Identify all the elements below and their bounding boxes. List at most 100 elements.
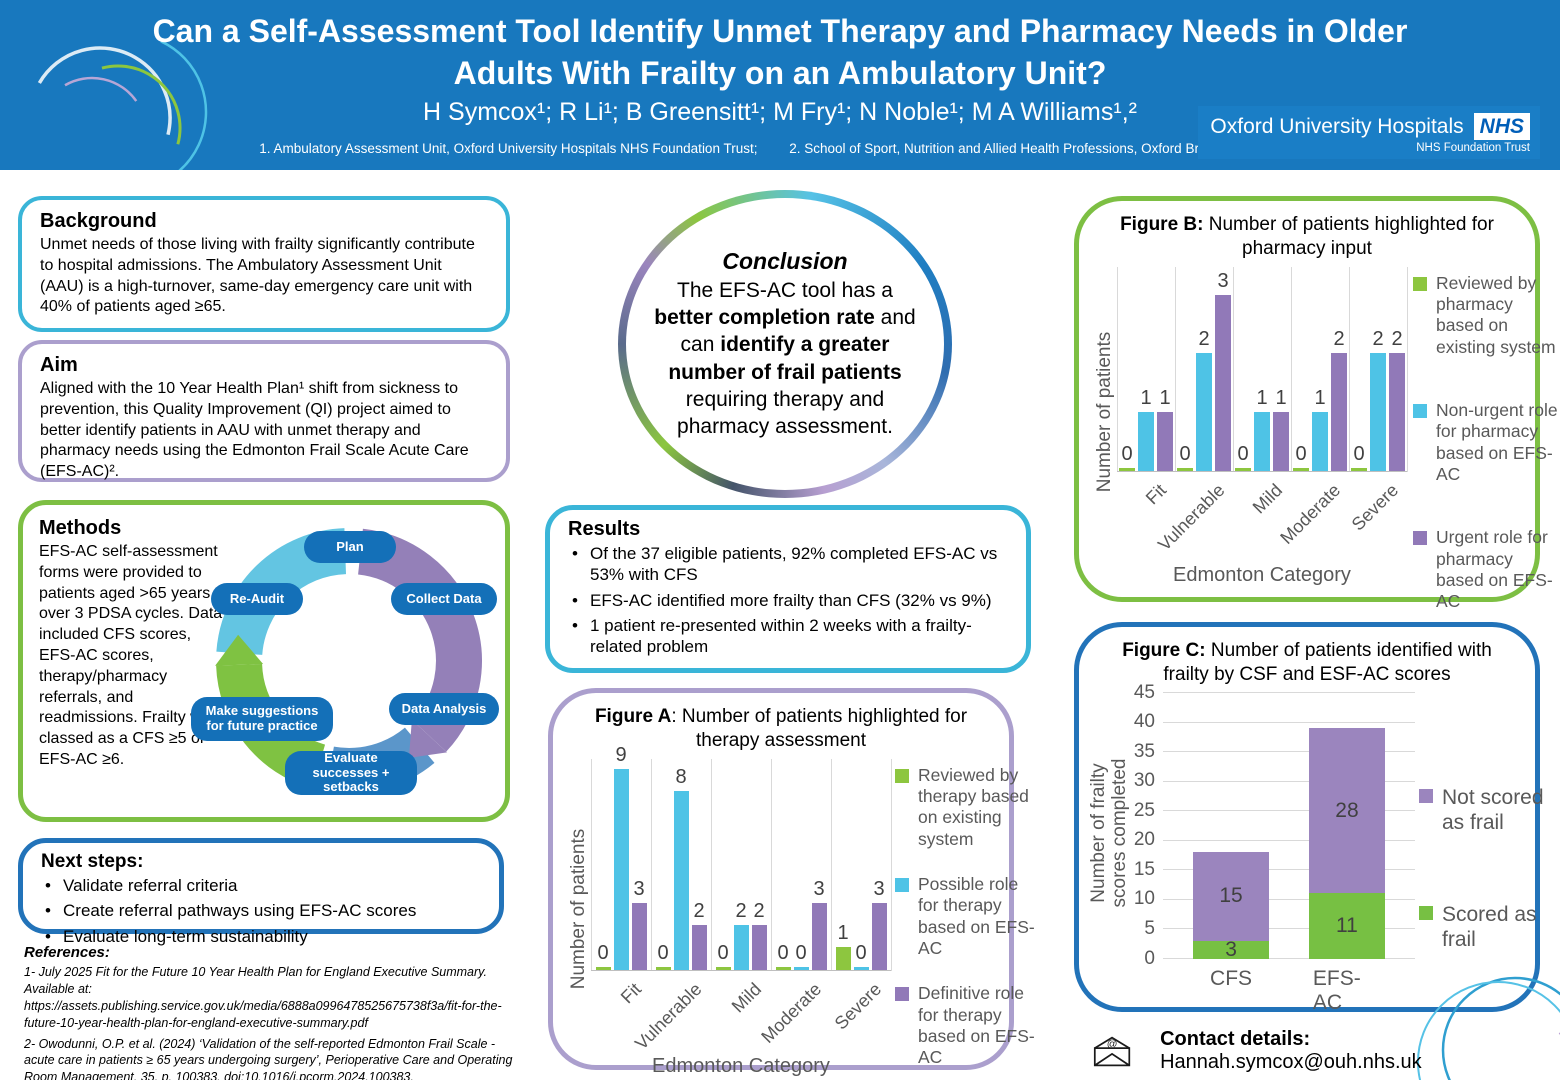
gridline bbox=[830, 758, 832, 971]
category-label: Mild bbox=[727, 978, 766, 1016]
legend-item: Non-urgent role for pharmacy based on EF… bbox=[1413, 400, 1560, 485]
result-item: Of the 37 eligible patients, 92% complet… bbox=[568, 543, 1008, 586]
logo-trust-name: NHS Foundation Trust bbox=[1416, 142, 1530, 154]
bar bbox=[1119, 467, 1135, 471]
bar bbox=[1293, 467, 1309, 471]
bar-value-label: 1 bbox=[1314, 386, 1326, 409]
bar-value-label: 1 bbox=[1275, 386, 1287, 409]
bar bbox=[1235, 467, 1251, 471]
bar bbox=[733, 924, 749, 970]
decorative-corner-swirl-icon bbox=[1417, 976, 1560, 1080]
background-box: Background Unmet needs of those living w… bbox=[18, 196, 510, 332]
bar-value-label: 3 bbox=[1225, 937, 1237, 961]
figure-a-box: Figure A: Number of patients highlighted… bbox=[548, 688, 1035, 1077]
results-heading: Results bbox=[568, 518, 641, 540]
aim-body: Aligned with the 10 Year Health Plan¹ sh… bbox=[40, 380, 469, 481]
bar-value-label: 0 bbox=[1237, 442, 1249, 465]
gridline bbox=[1163, 751, 1415, 753]
bar bbox=[595, 966, 611, 970]
y-tick-label: 20 bbox=[1133, 829, 1155, 851]
title-line-2: Adults With Frailty on an Ambulatory Uni… bbox=[453, 55, 1107, 92]
figure-c-title: Figure C: Number of patients identified … bbox=[1122, 640, 1492, 685]
bar bbox=[1312, 411, 1328, 471]
conclusion-heading: Conclusion bbox=[722, 247, 848, 274]
result-item: EFS-AC identified more frailty than CFS … bbox=[568, 590, 1008, 612]
category-label: Severe bbox=[830, 978, 886, 1033]
gridline bbox=[1163, 869, 1415, 871]
pdsa-step-data-analysis: Data Analysis bbox=[389, 693, 499, 725]
bar-value-label: 9 bbox=[615, 743, 627, 766]
gridline bbox=[1163, 692, 1415, 693]
bar bbox=[1351, 467, 1367, 471]
y-tick-label: 10 bbox=[1133, 888, 1155, 910]
gridline bbox=[1163, 721, 1415, 723]
bar bbox=[751, 924, 767, 970]
conclusion-body: The EFS-AC tool has a better completion … bbox=[654, 278, 916, 439]
affiliation-2: 2. School of Sport, Nutrition and Allied… bbox=[789, 141, 1301, 157]
next-step-item: Evaluate long-term sustainability bbox=[41, 926, 481, 948]
legend-label: Not scored as frail bbox=[1442, 785, 1544, 835]
legend-label: Definitive role for therapy based on EFS… bbox=[918, 983, 1035, 1068]
methods-box: Methods EFS-AC self-assessment forms wer… bbox=[18, 500, 510, 822]
figure-a-title: Figure A: Number of patients highlighted… bbox=[594, 706, 968, 751]
bar-value-label: 2 bbox=[1391, 328, 1403, 351]
results-list: Of the 37 eligible patients, 92% complet… bbox=[568, 543, 1008, 657]
legend-swatch bbox=[1419, 788, 1433, 803]
next-step-item: Create referral pathways using EFS-AC sc… bbox=[41, 900, 481, 922]
legend-item: Possible role for therapy based on EFS-A… bbox=[895, 874, 1043, 959]
category-label: EFS-AC bbox=[1312, 966, 1361, 1014]
next-steps-list: Validate referral criteria Create referr… bbox=[41, 875, 481, 947]
bar-value-label: 0 bbox=[1121, 442, 1133, 465]
legend-swatch bbox=[1413, 531, 1427, 546]
nhs-logo-icon: NHS bbox=[1473, 113, 1530, 140]
bar-value-label: 0 bbox=[1295, 442, 1307, 465]
bar bbox=[811, 902, 827, 970]
bar-value-label: 0 bbox=[1353, 442, 1365, 465]
bar bbox=[613, 768, 629, 970]
category-label: Moderate bbox=[1276, 479, 1345, 548]
legend-item: Definitive role for therapy based on EFS… bbox=[895, 983, 1043, 1068]
pdsa-step-evaluate: Evaluate successes + setbacks bbox=[285, 750, 417, 795]
pdsa-step-collect-data: Collect Data bbox=[391, 583, 497, 615]
legend-swatch bbox=[895, 768, 909, 783]
gridline bbox=[1406, 266, 1408, 472]
bar bbox=[1370, 353, 1386, 471]
y-tick-label: 5 bbox=[1144, 917, 1155, 939]
references: References: 1- July 2025 Fit for the Fut… bbox=[24, 944, 524, 1080]
bar-value-label: 0 bbox=[777, 941, 789, 964]
gridline bbox=[1163, 928, 1415, 930]
gridline bbox=[1163, 780, 1415, 782]
bar bbox=[853, 966, 869, 970]
bar-value-label: 0 bbox=[657, 941, 669, 964]
figure-b-title: Figure B: Number of patients highlighted… bbox=[1120, 214, 1494, 259]
result-item: 1 patient re-presented within 2 weeks wi… bbox=[568, 615, 1008, 658]
bar-value-label: 3 bbox=[813, 877, 825, 900]
email-envelope-icon: @ bbox=[1093, 1036, 1131, 1067]
legend-swatch bbox=[1419, 905, 1433, 920]
gridline bbox=[1348, 266, 1350, 472]
bar-value-label: 1 bbox=[1256, 386, 1268, 409]
y-tick-label: 25 bbox=[1133, 799, 1155, 821]
methods-heading: Methods bbox=[39, 517, 122, 539]
bar-segment bbox=[1308, 893, 1385, 959]
bar-value-label: 2 bbox=[1372, 328, 1384, 351]
category-label: Mild bbox=[1248, 479, 1287, 517]
background-heading: Background bbox=[40, 210, 157, 232]
aim-heading: Aim bbox=[40, 354, 78, 376]
methods-body: EFS-AC self-assessment forms were provid… bbox=[39, 543, 223, 768]
affiliations: 1. Ambulatory Assessment Unit, Oxford Un… bbox=[0, 141, 1560, 156]
figure-b-x-axis-label: Edmonton Category bbox=[1173, 563, 1351, 586]
bar bbox=[655, 966, 671, 970]
x-axis-line bbox=[1117, 470, 1407, 472]
category-label: Fit bbox=[616, 978, 646, 1007]
legend-swatch bbox=[1413, 276, 1427, 291]
logo-org-name: Oxford University Hospitals bbox=[1210, 114, 1464, 138]
